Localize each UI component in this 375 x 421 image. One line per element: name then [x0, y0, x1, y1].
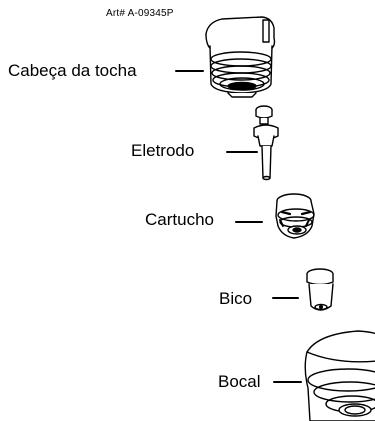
- label-tip: Bico: [219, 289, 253, 308]
- cartridge-drawing: [275, 193, 315, 239]
- label-cartridge: Cartucho: [145, 210, 214, 229]
- shield-cup-drawing: [304, 330, 375, 421]
- label-torch-head: Cabeça da tocha: [8, 61, 137, 80]
- tip-drawing: [306, 268, 334, 311]
- art-number: Art# A-09345P: [106, 8, 174, 19]
- label-electrode: Eletrodo: [131, 141, 195, 160]
- label-shield-cup: Bocal: [218, 372, 261, 391]
- electrode-drawing: [253, 105, 279, 181]
- torch-head-drawing: [205, 16, 276, 98]
